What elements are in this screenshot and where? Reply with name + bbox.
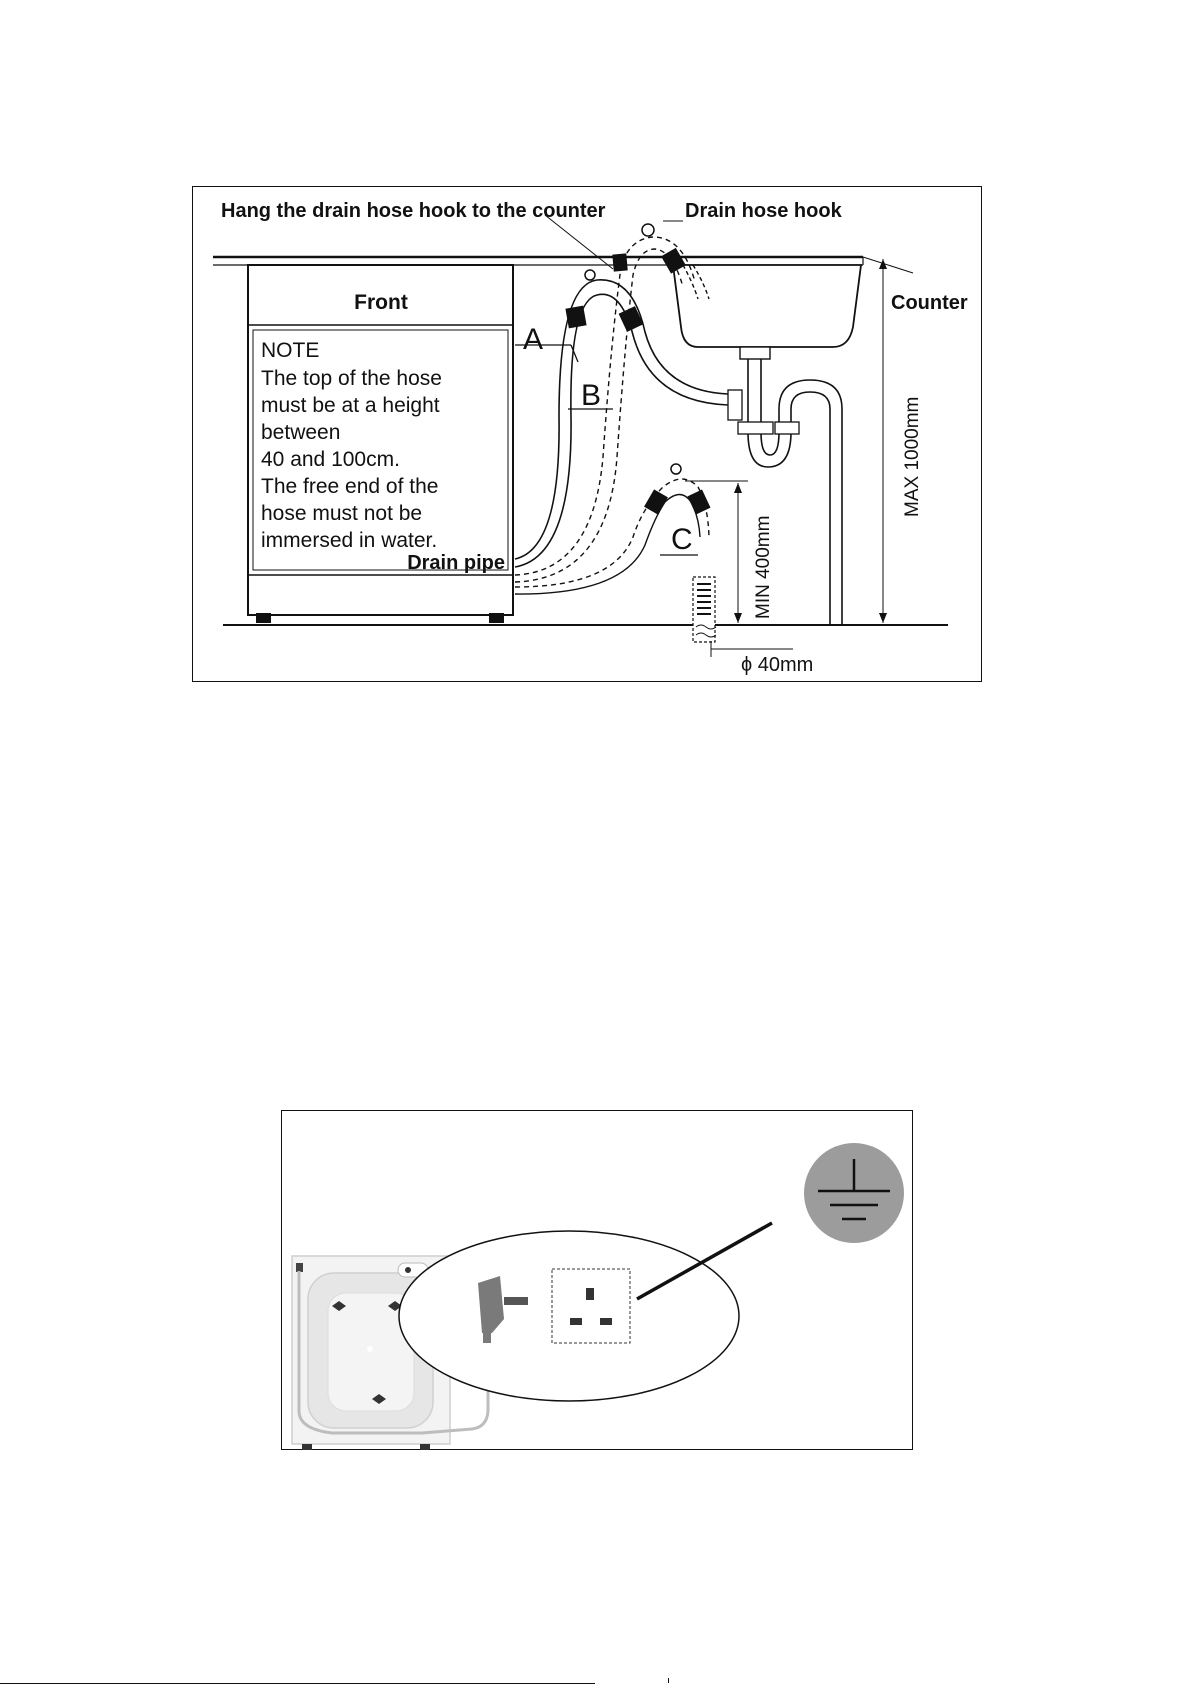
hose-c-clamp-left (644, 489, 668, 514)
max-height-dimension (879, 259, 887, 623)
hose-b-clamp-left (612, 253, 627, 271)
power-connection-illustration (282, 1111, 914, 1451)
hose-option-b: B (581, 379, 601, 412)
svg-text:The free end of the: The free end of the (261, 475, 438, 498)
svg-text:must be at a height: must be at a height (261, 394, 440, 417)
hose-a-clamp-right (619, 306, 644, 332)
drain-hose-illustration: Hang the drain hose hook to the counter … (193, 187, 983, 683)
min-height-label: MIN 400mm (753, 516, 774, 619)
counter-label: Counter (891, 292, 968, 314)
hose-a-clamp-left (565, 306, 586, 329)
drain-pipe-label: Drain pipe (407, 552, 505, 574)
power-connection-diagram (281, 1110, 913, 1450)
svg-text:between: between (261, 421, 340, 444)
hose-option-c: C (671, 523, 693, 556)
hose-a-hook (585, 270, 595, 280)
standpipe (693, 577, 715, 642)
drain-hose-hook-icon (642, 224, 654, 236)
diameter-label: ϕ 40mm (741, 654, 813, 676)
svg-text:NOTE: NOTE (261, 339, 319, 362)
svg-text:immersed in water.: immersed in water. (261, 529, 437, 552)
max-height-label: MAX 1000mm (902, 397, 923, 517)
earth-ground-icon (804, 1143, 904, 1243)
svg-text:40 and 100cm.: 40 and 100cm. (261, 448, 400, 471)
drain-hose-diagram: Hang the drain hose hook to the counter … (192, 186, 982, 682)
hose-option-a: A (523, 323, 543, 356)
hose-c-clamp-right (688, 490, 711, 515)
svg-text:hose must not be: hose must not be (261, 502, 422, 525)
wall-socket-icon (552, 1269, 630, 1343)
footer-tick (668, 1678, 669, 1683)
svg-text:The top of the hose: The top of the hose (261, 367, 442, 390)
drain-hose-hook-label: Drain hose hook (685, 200, 843, 222)
hose-c-hook (671, 464, 681, 474)
footer-rule (0, 1683, 595, 1684)
hook-instruction-pointer (545, 215, 613, 269)
front-label: Front (354, 291, 408, 314)
counter-pointer (863, 257, 913, 273)
hook-instruction-label: Hang the drain hose hook to the counter (221, 200, 606, 222)
